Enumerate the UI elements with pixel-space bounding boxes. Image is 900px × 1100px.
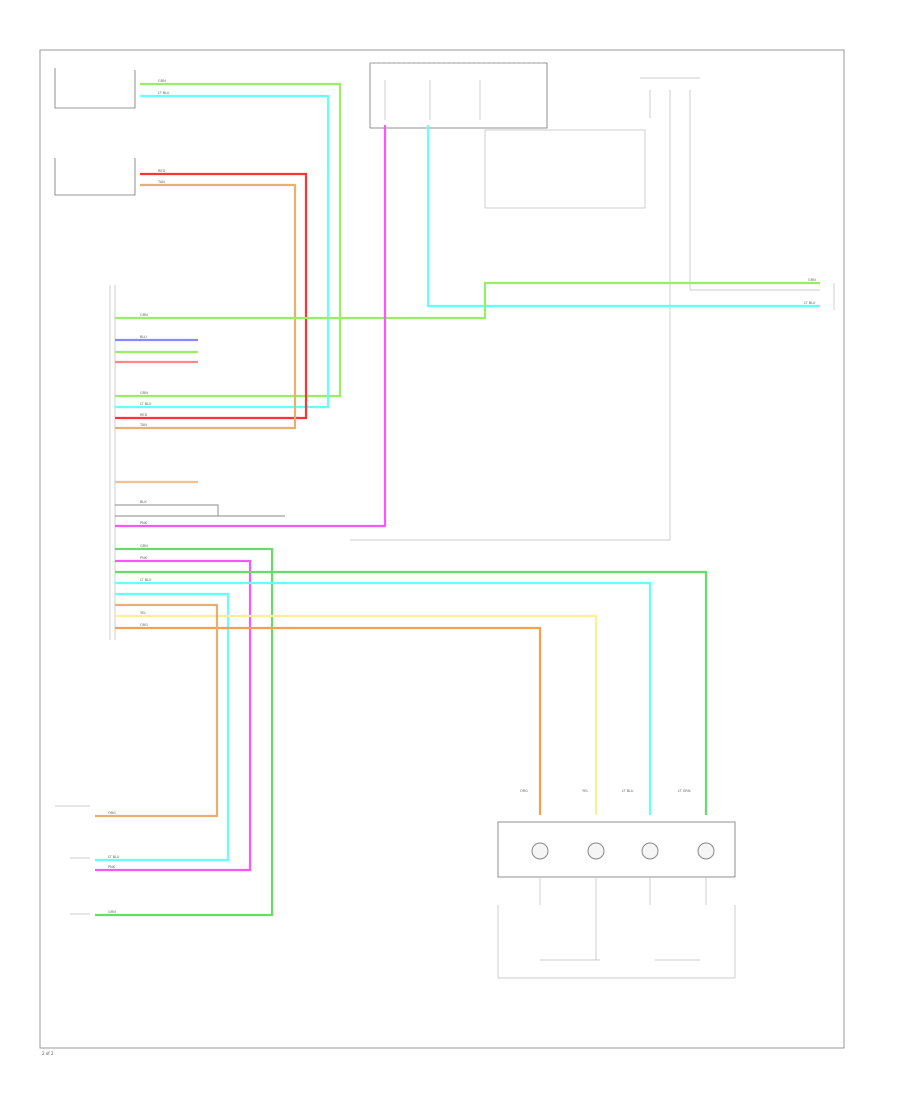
wire-low-ltblue2	[95, 592, 230, 862]
label-rear-ltgrn: LT GRN	[678, 789, 691, 793]
label-right-green: GRN	[808, 278, 816, 282]
rear-transmitter	[55, 805, 90, 915]
diagram-frame	[39, 49, 845, 1049]
wire-low-pink	[95, 559, 252, 872]
wire-rf-ltblue	[115, 94, 330, 409]
wire-low-green	[95, 547, 274, 917]
label-tx-orange: ORG	[108, 811, 116, 815]
label-lf-tan: TAN	[157, 180, 165, 184]
wire-low-tan	[95, 603, 219, 818]
label-rear-org: ORG	[520, 789, 528, 793]
label-tx-ltblue: LT BLU	[108, 855, 120, 859]
label-low-orange: ORG	[140, 623, 148, 627]
wire-stub-black	[115, 504, 285, 517]
wire-fuse-pink	[115, 125, 387, 528]
label-mod-green2: GRN	[140, 391, 148, 395]
label-right-ltblue: LT BLU	[804, 301, 816, 305]
wire-lf-red	[115, 172, 308, 420]
sensor-4	[697, 842, 715, 860]
label-mod-tan: TAN	[139, 423, 147, 427]
wire-low-ltblue	[115, 581, 652, 815]
sensor-2	[587, 842, 605, 860]
sensor-3	[641, 842, 659, 860]
label-mod-pink: PNK	[140, 521, 148, 525]
page-number: 2 of 2	[42, 1051, 54, 1056]
main-module-connector	[109, 285, 116, 640]
right-front-sensor	[54, 68, 136, 109]
label-mod-ltblue: LT BLU	[140, 402, 152, 406]
rear-sensor-array	[497, 821, 736, 979]
label-rear-ltblu: LT BLU	[622, 789, 634, 793]
wire-module-green	[115, 281, 820, 320]
label-tx-pink: PNK	[108, 865, 116, 869]
label-rear-yel: YEL	[582, 789, 588, 793]
wire-low-green-right	[115, 570, 708, 815]
label-low-yellow: YEL	[140, 611, 146, 615]
left-front-sensor	[54, 158, 136, 196]
label-rf-green: GRN	[158, 79, 166, 83]
label-mod-red: RED	[140, 413, 148, 417]
wire-low-orange	[115, 626, 542, 815]
wire-low-yellow	[115, 614, 598, 815]
sensor-1	[531, 842, 549, 860]
label-low-ltblue: LT BLU	[140, 578, 152, 582]
label-mod-green: GRN	[140, 313, 148, 317]
fuse-block	[369, 62, 646, 209]
label-lf-red: RED	[158, 169, 166, 173]
label-rf-ltblue: LT BLU	[158, 91, 170, 95]
label-mod-blue: BLU	[140, 335, 147, 339]
wire-rf-green	[115, 82, 342, 398]
label-mod-black: BLK	[140, 500, 147, 504]
top-right-connector	[350, 77, 820, 541]
wire-fuse-ltblue	[426, 125, 820, 308]
label-low-green: GRN	[140, 544, 148, 548]
wire-lf-tan	[115, 183, 297, 430]
label-tx-green: GRN	[108, 910, 116, 914]
label-low-pink: PNK	[140, 556, 148, 560]
